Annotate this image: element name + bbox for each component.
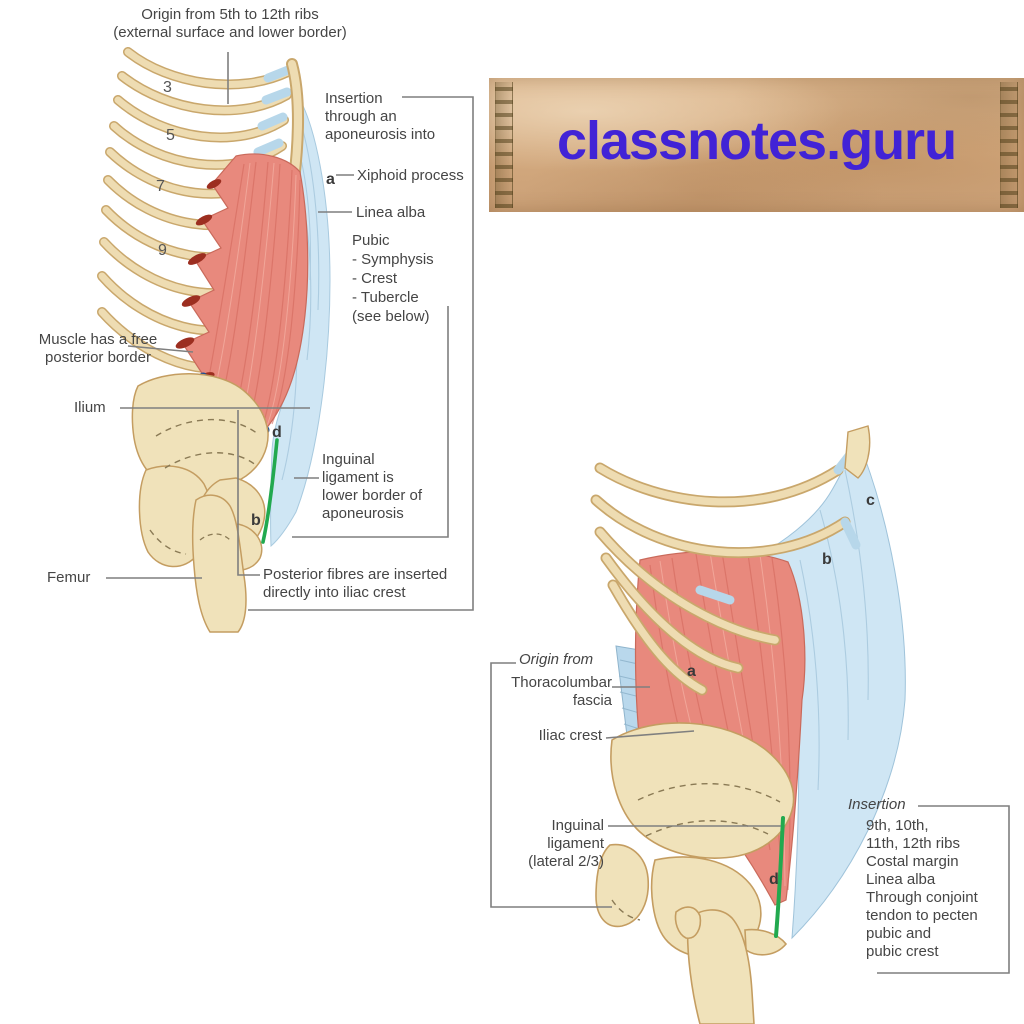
rib-number-5: 5	[166, 127, 175, 144]
insertion2-title: Insertion	[848, 796, 906, 813]
rib-number-3: 3	[163, 79, 172, 96]
sternum-strip	[286, 58, 304, 186]
xiphoid-process-label: Xiphoid process	[357, 167, 464, 184]
marker-b-fig2: b	[822, 551, 832, 568]
femur-bone	[191, 494, 247, 633]
thoracolumbar-fascia-label: Thoracolumbar fascia	[511, 674, 612, 709]
banner-ornament-left-icon	[495, 82, 513, 208]
origin-label: Origin from 5th to 12th ribs (external s…	[113, 6, 347, 41]
banner-ornament-right-icon	[1000, 82, 1018, 208]
marker-a-fig1: a	[326, 171, 335, 188]
femur-dashed-line	[199, 533, 231, 541]
figure1-artwork	[97, 47, 331, 633]
linea-alba-label: Linea alba	[356, 204, 426, 221]
inguinal-ligament2-label: Inguinal ligament (lateral 2/3)	[528, 817, 604, 870]
posterior-fibres-elbow	[237, 410, 260, 576]
see-below-bracket	[292, 306, 449, 538]
pelvis-dashed-lines	[149, 418, 259, 555]
insertion2-list: 9th, 10th, 11th, 12th ribs Costal margin…	[866, 817, 978, 960]
femur-label: Femur	[47, 569, 91, 586]
inguinal-ligament-line2	[774, 816, 785, 938]
inguinal-ligament-label: Inguinal ligament is lower border of apo…	[322, 451, 423, 522]
marker-b-fig1: b	[251, 512, 261, 529]
free-border-line	[127, 345, 194, 353]
iliac-crest-line	[605, 730, 695, 739]
rib-number-9: 9	[158, 242, 167, 259]
rib-cage2	[590, 462, 851, 696]
leader-lines	[106, 52, 1010, 974]
marker-d-fig1: d	[272, 424, 282, 441]
inguinal-ligament-line	[261, 438, 279, 544]
free-posterior-border-label: Muscle has a free posterior border	[38, 331, 158, 366]
marker-c-fig2: c	[866, 492, 875, 509]
insertion-label: Insertion through an aponeurosis into	[325, 90, 436, 143]
pubic-label: Pubic - Symphysis - Crest - Tubercle (se…	[352, 232, 434, 326]
figure2-artwork	[590, 425, 906, 1024]
bone-sliver	[844, 425, 871, 479]
muscle-fibres	[207, 161, 301, 429]
origin-from-label: Origin from	[519, 651, 594, 668]
marker-d-fig2: d	[769, 871, 779, 888]
watermark-banner: classnotes.guru	[489, 78, 1024, 212]
posterior-fibres-label: Posterior fibres are inserted directly i…	[263, 566, 448, 601]
marker-a-fig2: a	[687, 663, 696, 680]
iliac-crest-label: Iliac crest	[538, 727, 602, 744]
ilium-label: Ilium	[74, 399, 106, 416]
insertion2-bracket	[877, 805, 1010, 974]
origin2-bracket	[490, 662, 612, 908]
insertion-bracket	[248, 96, 474, 611]
watermark-text: classnotes.guru	[556, 111, 957, 171]
rib-number-7: 7	[156, 178, 165, 195]
femur-bone2	[674, 906, 755, 1024]
